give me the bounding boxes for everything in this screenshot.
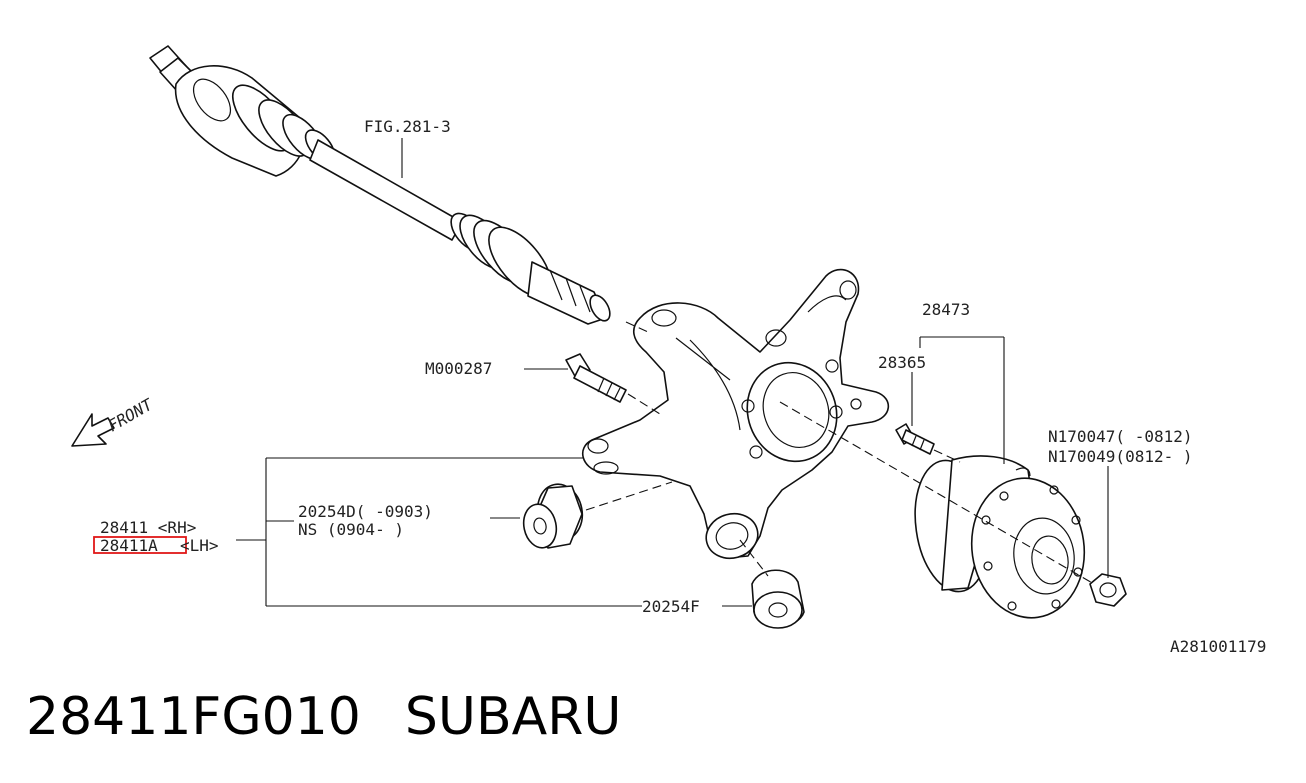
bushing-20254d xyxy=(522,483,584,549)
bolt-m000287 xyxy=(565,353,627,403)
footer: 28411FG010 SUBARU xyxy=(26,682,621,752)
label-housing-rh: 28411 <RH> xyxy=(100,518,196,537)
label-hub-assy: 28473 xyxy=(922,300,970,319)
front-arrow-icon xyxy=(71,413,115,447)
label-fig-ref: FIG.281-3 xyxy=(364,117,451,136)
label-bolt: M000287 xyxy=(425,359,492,378)
part-number: 28411FG010 xyxy=(26,687,361,747)
assembly-lines xyxy=(585,321,1095,585)
label-hub-bolt: 28365 xyxy=(878,353,926,372)
axle-shaft xyxy=(149,45,611,325)
leader-lines xyxy=(236,138,1109,607)
label-bushing-b: NS (0904- ) xyxy=(298,520,404,539)
label-bushing-a: 20254D( -0903) xyxy=(298,502,433,521)
label-bushing-f: 20254F xyxy=(642,597,700,616)
label-nut-b: N170049(0812- ) xyxy=(1048,447,1193,466)
label-housing-lh-part[interactable]: 28411A xyxy=(100,536,158,555)
label-drawing-id: A281001179 xyxy=(1170,637,1266,656)
hub-unit-28473 xyxy=(914,455,1086,619)
front-label: FRONT xyxy=(105,394,157,435)
rear-housing-knuckle xyxy=(581,268,890,560)
part-highlight-box xyxy=(93,536,187,554)
hub-bolt-28365 xyxy=(895,423,935,455)
hub-nut xyxy=(1089,573,1127,607)
bushing-20254f xyxy=(751,569,805,629)
label-housing-lh-suffix: <LH> xyxy=(180,536,219,555)
brand-name: SUBARU xyxy=(404,687,622,747)
label-nut-a: N170047( -0812) xyxy=(1048,427,1193,446)
